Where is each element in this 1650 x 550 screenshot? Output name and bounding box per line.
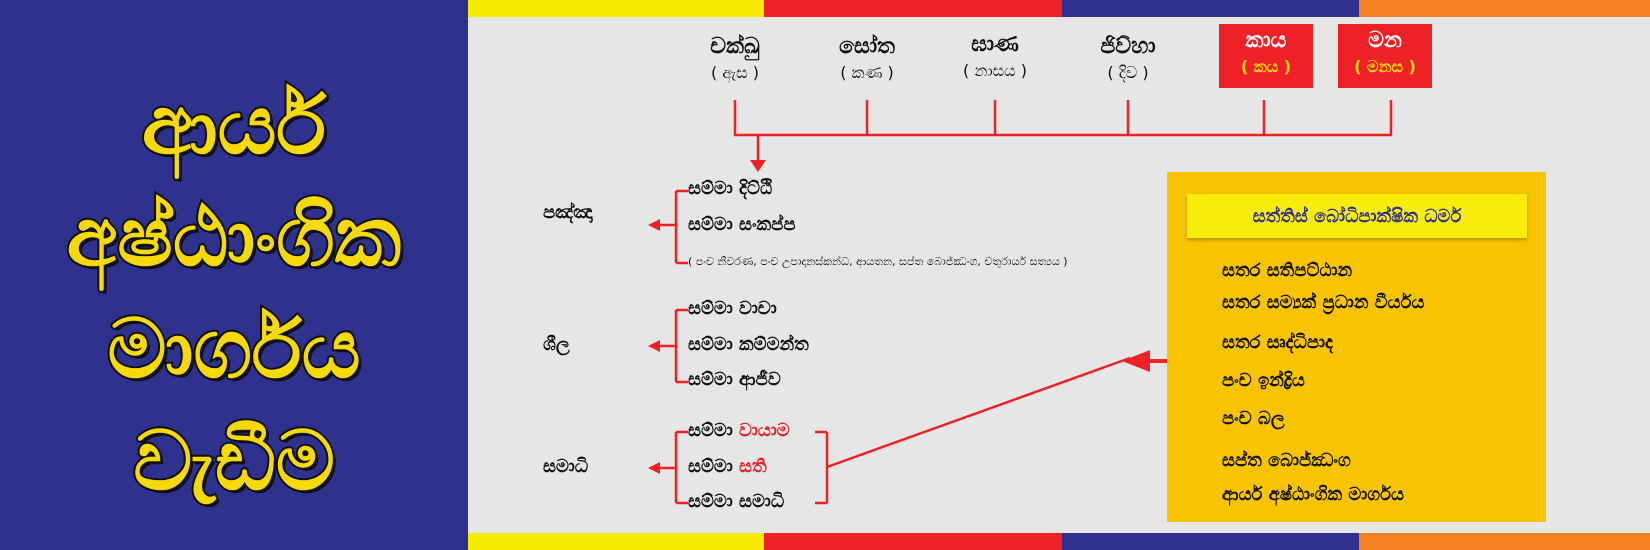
list-item: සම්මා දිට්ඨි xyxy=(688,178,772,199)
list-item: සම්මා කම්මන්ත xyxy=(688,334,809,355)
group-panna-label: පඤ්ඤා xyxy=(543,202,593,223)
item-prefix: සම්මා xyxy=(688,298,733,319)
title-line-1: ආර්ය xyxy=(140,76,328,175)
item-term: කම්මන්ත xyxy=(739,334,809,355)
sense-word: ඝාණ xyxy=(971,32,1019,57)
sense-word: චක්ඛු xyxy=(710,34,760,59)
sense-mana: මන ( මනස ) xyxy=(1338,24,1432,88)
item-term-highlight: සති xyxy=(739,456,767,477)
item-term: සමාධි xyxy=(739,491,785,512)
sense-meaning: ( මනස ) xyxy=(1354,57,1416,76)
bottom-stripe-yellow xyxy=(468,533,764,550)
item-term: සංකප්ප xyxy=(739,214,796,235)
top-stripe-yellow xyxy=(468,0,764,17)
bodhi-item: සතර සතිපට්ඨාන xyxy=(1222,260,1353,281)
sense-meaning: ( ඇස ) xyxy=(710,63,760,82)
bottom-stripe-orange xyxy=(1359,533,1650,550)
sense-jivha: ජිව්හා ( දිව ) xyxy=(1078,32,1178,84)
item-prefix: සම්මා xyxy=(688,334,733,355)
item-prefix: සම්මා xyxy=(688,214,733,235)
sense-ghana: ඝාණ ( නාසය ) xyxy=(945,30,1045,82)
sense-meaning: ( නාසය ) xyxy=(963,61,1027,80)
top-stripe-orange xyxy=(1359,0,1650,17)
sense-cakkhu: චක්ඛු ( ඇස ) xyxy=(690,32,780,84)
item-prefix: සම්මා xyxy=(688,491,733,512)
top-stripe-red xyxy=(764,0,1062,17)
main-title: ආර්ය අෂ්ඨාංගික මාර්ගය වැඩීම xyxy=(0,70,468,518)
item-prefix: සම්මා xyxy=(688,178,733,199)
list-item: සම්මා වාචා xyxy=(688,298,777,319)
sense-meaning: ( කණ ) xyxy=(840,63,894,82)
list-item: සම්මා සති xyxy=(688,456,767,477)
item-term: වාචා xyxy=(739,298,777,319)
sense-word: කාය xyxy=(1245,28,1287,53)
sense-kaya: කාය ( කය ) xyxy=(1219,24,1313,88)
list-item: සම්මා වායාම xyxy=(688,420,790,441)
title-line-2: අෂ්ඨාංගික xyxy=(65,188,404,287)
item-prefix: සම්මා xyxy=(688,456,733,477)
bodhi-title: සත්තිස් බෝධිපාක්ෂික ධර්ම xyxy=(1187,194,1527,238)
bodhi-item: සතර සම්‍යක් ප්‍රධාන වීර්යය xyxy=(1222,292,1425,313)
sense-meaning: ( කය ) xyxy=(1240,57,1292,76)
bodhi-item: ආර්ය අෂ්ඨාංගික මාර්ගය xyxy=(1222,484,1404,505)
item-term-highlight: වායාම xyxy=(739,420,790,441)
bottom-stripe-red xyxy=(764,533,1062,550)
title-line-4: වැඩීම xyxy=(131,412,337,511)
sense-meaning: ( දිව ) xyxy=(1107,63,1149,82)
title-panel xyxy=(0,0,468,550)
bodhi-item: සතර සෘද්ධිපාද xyxy=(1222,332,1333,353)
bodhi-item: සප්ත බොජ්ඣංග xyxy=(1222,450,1351,471)
bottom-stripe-blue xyxy=(1062,533,1359,550)
group-sila-label: ශීල xyxy=(543,334,570,355)
sense-word: සෝත xyxy=(839,34,895,59)
list-item: සම්මා සංකප්ප xyxy=(688,214,796,235)
bodhi-item: පංච බල xyxy=(1222,408,1285,429)
item-term: දිට්ඨි xyxy=(739,178,773,199)
group-samadhi-label: සමාධි xyxy=(543,456,589,477)
bodhi-item: පංච ඉන්ද්‍රිය xyxy=(1222,370,1305,391)
item-prefix: සම්මා xyxy=(688,369,733,390)
sense-sota: සෝත ( කණ ) xyxy=(822,32,912,84)
item-term: ආජීව xyxy=(739,369,781,390)
top-stripe-blue xyxy=(1062,0,1359,17)
sense-word: මන xyxy=(1368,28,1402,53)
panna-note: ( පංච නීවරණ, පංච උපාදානස්කන්ධ, ආයතන, සප්… xyxy=(688,255,1068,268)
list-item: සම්මා ආජීව xyxy=(688,369,781,390)
list-item: සම්මා සමාධි xyxy=(688,491,784,512)
title-line-3: මාර්ගය xyxy=(105,300,362,399)
item-prefix: සම්මා xyxy=(688,420,733,441)
sense-word: ජිව්හා xyxy=(1100,34,1156,59)
